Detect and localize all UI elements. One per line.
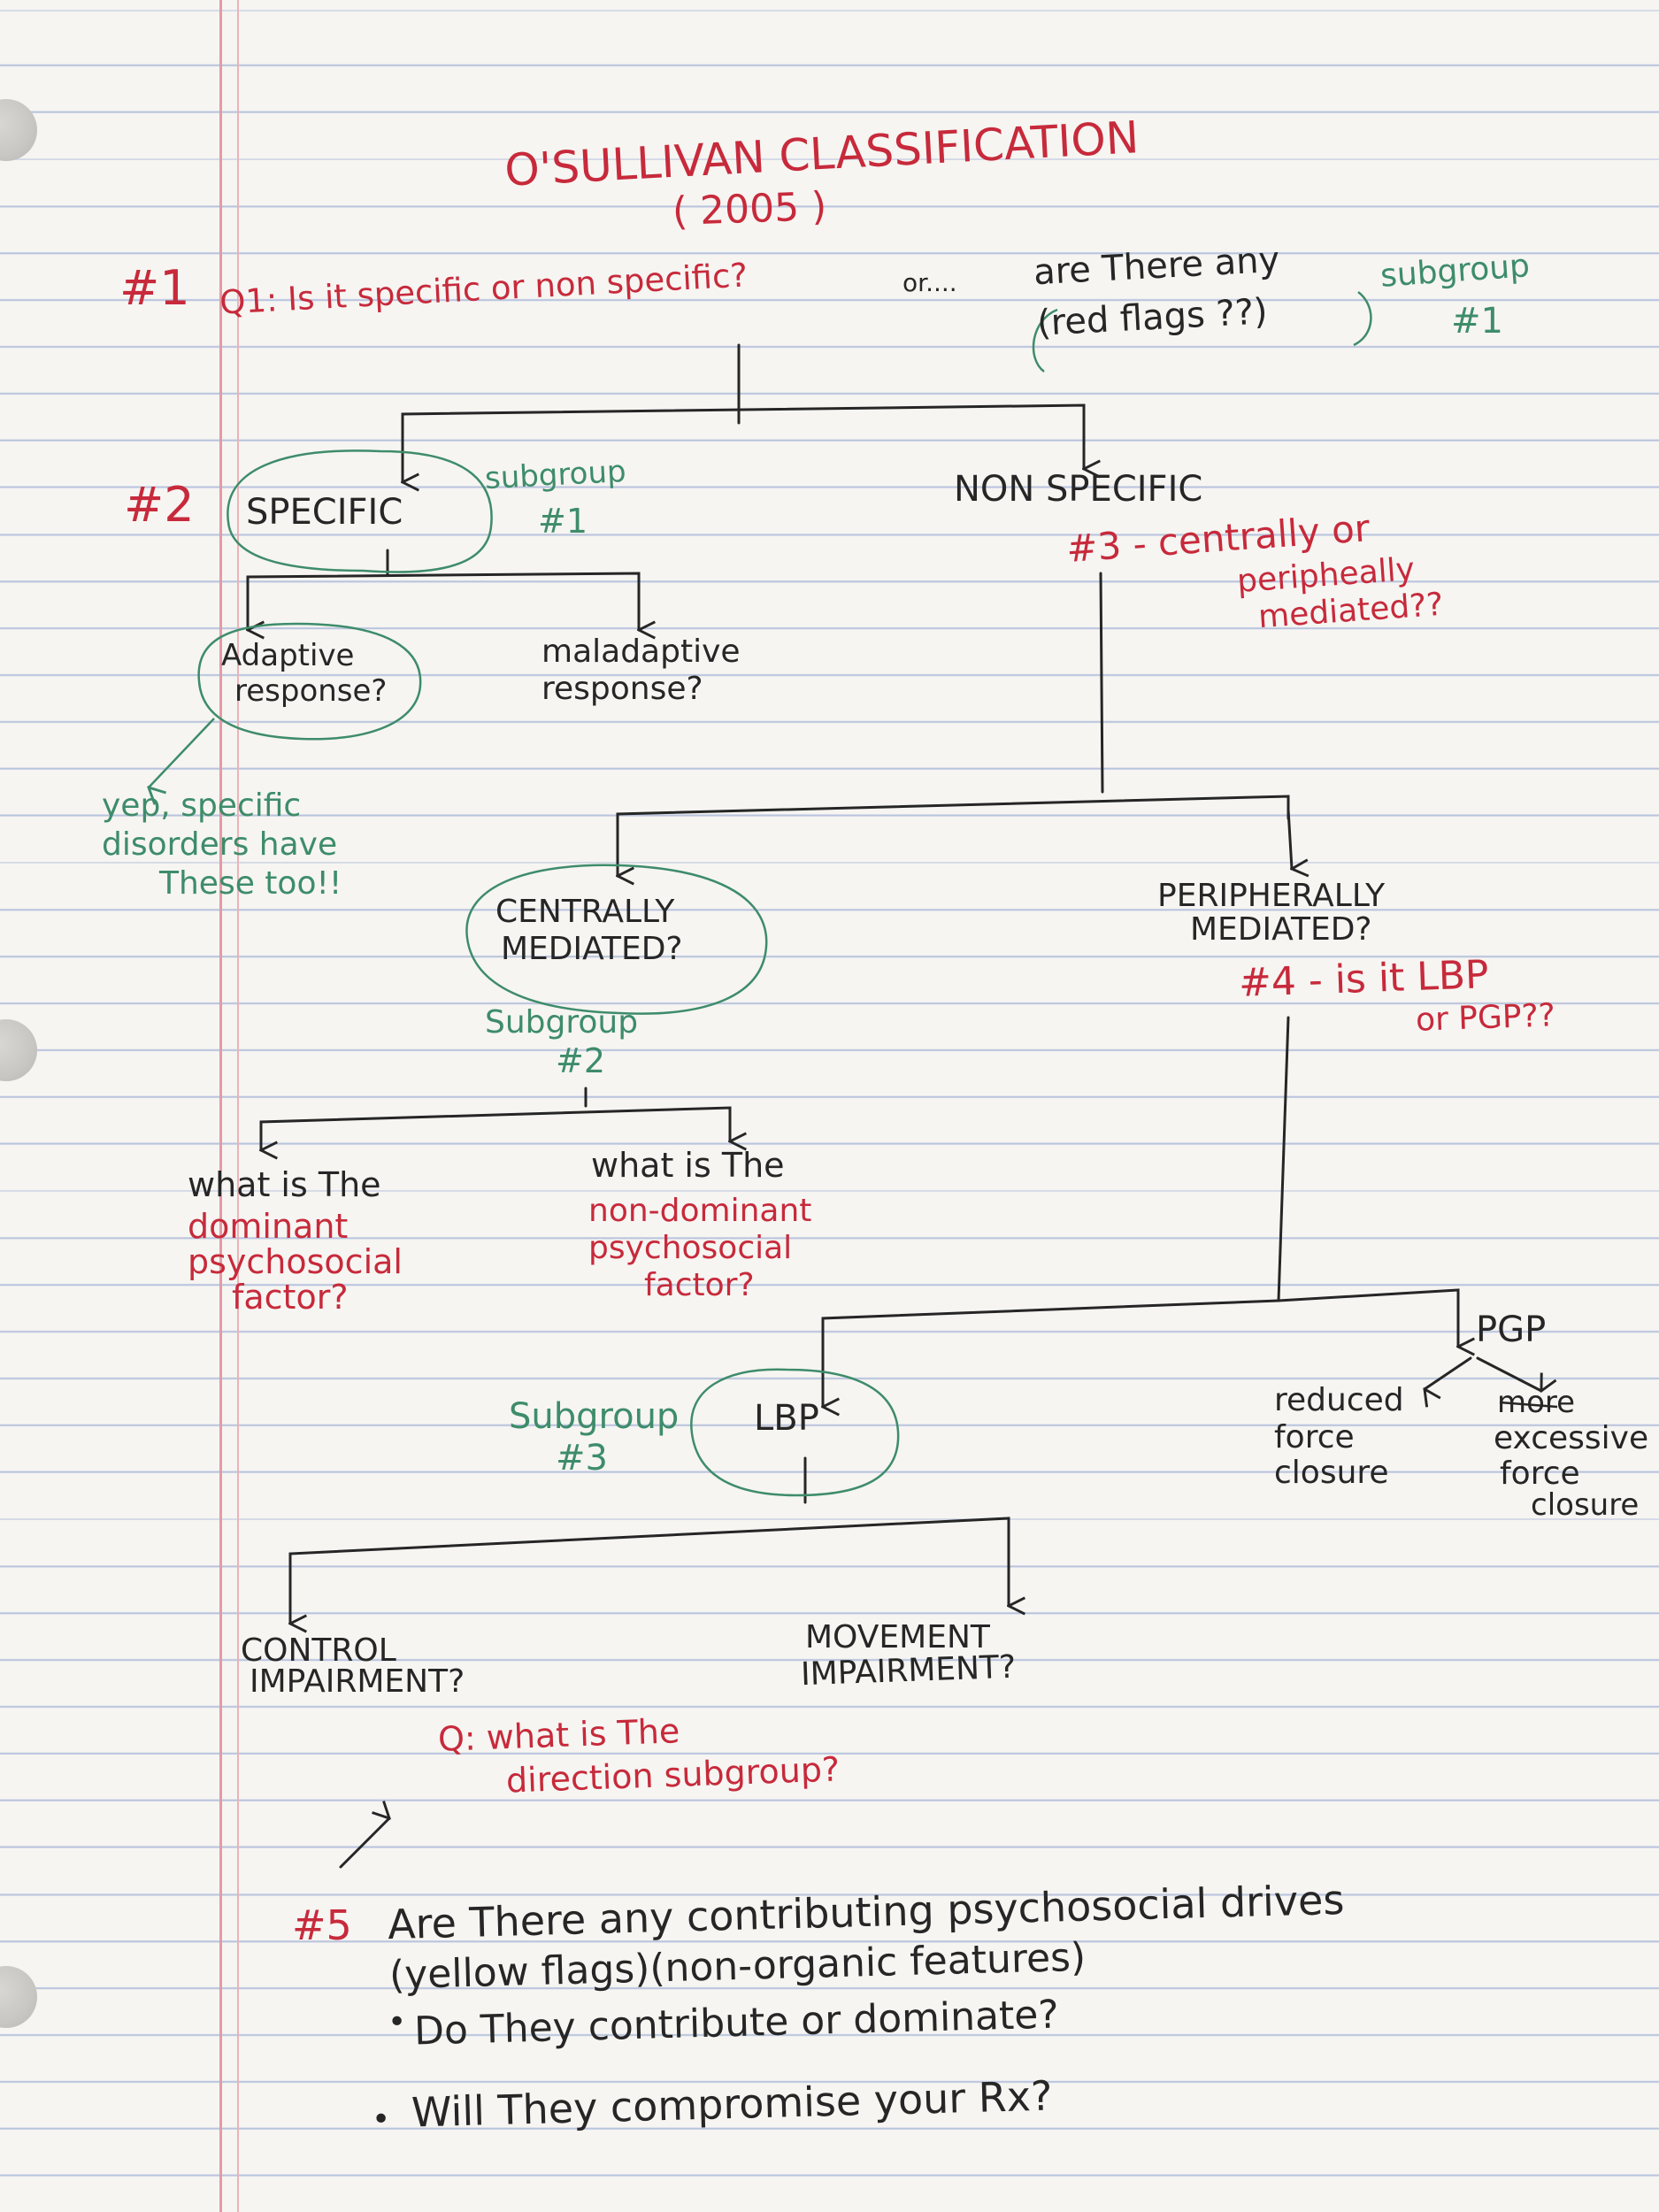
specific-outline <box>227 449 493 573</box>
nondominant-factor-prefix: what is The <box>591 1146 785 1185</box>
specific-node: SPECIFIC <box>246 492 403 533</box>
lbp-subgroup-number: #3 <box>556 1438 608 1479</box>
nondominant-factor-line1: non-dominant <box>588 1193 812 1229</box>
control-impairment-line2: IMPAIRMENT? <box>250 1663 465 1700</box>
pointer-arrow <box>339 1818 389 1869</box>
adaptive-outline <box>197 622 422 741</box>
specific-subgroup-label: subgroup <box>484 453 627 497</box>
adaptive-to-note <box>149 718 215 787</box>
central-subgroup-label: Subgroup <box>485 1004 639 1041</box>
specific-subgroup-number: #1 <box>538 502 588 541</box>
branch-specific <box>246 572 641 596</box>
centrally-mediated-line2: MEDIATED? <box>501 931 683 967</box>
nondominant-factor-line2: psychosocial <box>588 1230 793 1266</box>
red-flags-bracket-left <box>1032 308 1058 373</box>
lbp-outline <box>690 1368 900 1497</box>
reduced-force-closure-line1: reduced <box>1274 1382 1404 1418</box>
step5-bullet2-dot: • <box>372 2101 391 2138</box>
adaptive-response-line1: Adaptive <box>221 638 355 673</box>
specific-note-line2: disorders have <box>102 826 338 863</box>
arrow-to-peripherally <box>1286 808 1292 869</box>
branch-peripherally <box>821 1288 1460 1356</box>
red-flags-bracket-right <box>1353 291 1372 347</box>
central-subgroup-number: #2 <box>556 1041 606 1080</box>
stem-nonspecific <box>1099 572 1104 794</box>
movement-impairment-line2: IMPAIRMENT? <box>800 1648 1017 1694</box>
branch-lbp <box>288 1517 1010 1586</box>
maladaptive-response-line1: maladaptive <box>541 634 741 670</box>
lbp-node: LBP <box>754 1398 819 1439</box>
centrally-mediated-line1: CENTRALLY <box>495 894 675 930</box>
adaptive-response-line2: response? <box>234 673 388 709</box>
lbp-subgroup-label: Subgroup <box>509 1396 680 1437</box>
arrow-to-reduced <box>1425 1356 1472 1389</box>
excessive-force-closure-line2: force <box>1500 1455 1580 1492</box>
step5-bullet1-dot: • <box>388 2004 407 2040</box>
step1-subgroup-number: #1 <box>1451 301 1503 342</box>
stem-peripherally <box>1277 1016 1290 1302</box>
arrow-to-excessive <box>1476 1356 1541 1391</box>
page-title-year: ( 2005 ) <box>672 183 828 235</box>
specific-note-line3: These too!! <box>159 865 342 902</box>
strikethrough-more <box>1499 1401 1558 1409</box>
excessive-force-closure-line3: closure <box>1531 1487 1640 1523</box>
dominant-factor-line2: psychosocial <box>188 1242 403 1281</box>
nondominant-factor-line3: factor? <box>644 1267 755 1303</box>
peripherally-mediated-line1: PERIPHERALLY <box>1157 878 1386 914</box>
pgp-node: PGP <box>1476 1310 1547 1350</box>
step1-number: #1 <box>119 260 190 316</box>
excessive-force-closure-line1: excessive <box>1494 1420 1649 1456</box>
step5-number: #5 <box>292 1901 352 1949</box>
step2-number: #2 <box>124 477 195 533</box>
dominant-factor-line1: dominant <box>188 1207 349 1246</box>
movement-impairment-line1: MOVEMENT <box>805 1619 990 1655</box>
dominant-factor-line3: factor? <box>232 1278 349 1317</box>
reduced-force-closure-line3: closure <box>1274 1455 1389 1491</box>
excessive-struck-word: more <box>1497 1385 1576 1420</box>
branch-nonspecific <box>616 795 1290 838</box>
specific-note-line1: yep, specific <box>102 787 302 824</box>
maladaptive-response-line2: response? <box>541 671 703 707</box>
nonspecific-node: NON SPECIFIC <box>954 469 1203 510</box>
dominant-factor-prefix: what is The <box>188 1165 381 1204</box>
peripherally-mediated-line2: MEDIATED? <box>1190 911 1372 948</box>
step1-or: or.... <box>902 268 957 297</box>
branch-centrally <box>259 1106 732 1143</box>
branch-q1 <box>401 403 1086 435</box>
step4-question-line2: or PGP?? <box>1415 997 1556 1039</box>
centrally-outline <box>465 864 768 1015</box>
control-impairment-line1: CONTROL <box>241 1632 396 1669</box>
reduced-force-closure-line2: force <box>1274 1419 1355 1455</box>
step4-question-line1: #4 - is it LBP <box>1238 952 1490 1006</box>
